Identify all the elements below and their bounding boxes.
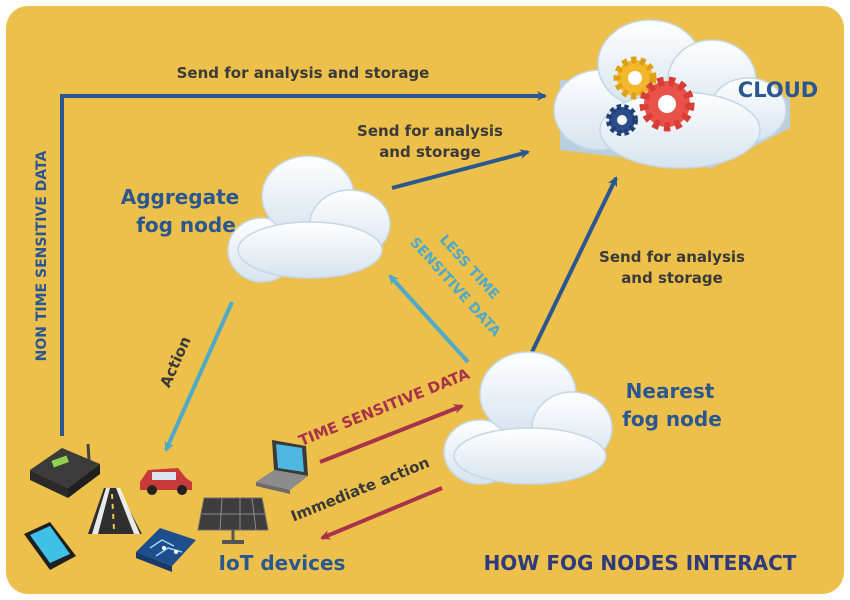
diagram-title: HOW FOG NODES INTERACT: [484, 551, 797, 575]
solar-panel-icon: [197, 497, 269, 544]
car-icon: [140, 468, 192, 495]
laptop-icon: [256, 440, 308, 494]
nearest-to-cloud-arrow: [530, 176, 618, 353]
road-icon: [88, 488, 142, 534]
gear-icon: [613, 56, 657, 100]
nearest-node-label-line2: fog node: [622, 407, 722, 431]
cloud-illustration: [553, 19, 790, 169]
aggregate-node-label-line2: fog node: [136, 213, 236, 237]
nearest-node-label-line1: Nearest: [626, 379, 715, 403]
non-time-sensitive-label: NON TIME SENSITIVE DATA: [34, 150, 50, 361]
iot-devices-label: IoT devices: [219, 551, 346, 575]
smartphone-icon: [24, 522, 76, 570]
action-arrow: [164, 301, 234, 452]
circuit-board-icon: [136, 528, 196, 572]
mid-send-label-line1: Send for analysis: [357, 122, 503, 140]
top-send-label: Send for analysis and storage: [177, 64, 430, 82]
immediate-action-arrow: [320, 486, 443, 540]
right-send-label-line2: and storage: [621, 269, 723, 287]
aggregate-to-cloud-arrow: [391, 149, 530, 190]
aggregate-fog-cloud: [227, 155, 391, 283]
gear-icon: [639, 76, 695, 132]
nearest-fog-cloud: [443, 351, 613, 485]
gear-icon: [606, 104, 638, 136]
right-send-label-line1: Send for analysis: [599, 248, 745, 266]
cloud-label: CLOUD: [738, 78, 818, 102]
non-time-sensitive-arrow: [60, 91, 547, 436]
aggregate-node-label-line1: Aggregate: [121, 185, 239, 209]
router-icon: [30, 443, 100, 498]
time-sensitive-arrow: [319, 404, 464, 464]
mid-send-label-line2: and storage: [379, 143, 481, 161]
less-time-sensitive-arrow: [388, 274, 470, 364]
